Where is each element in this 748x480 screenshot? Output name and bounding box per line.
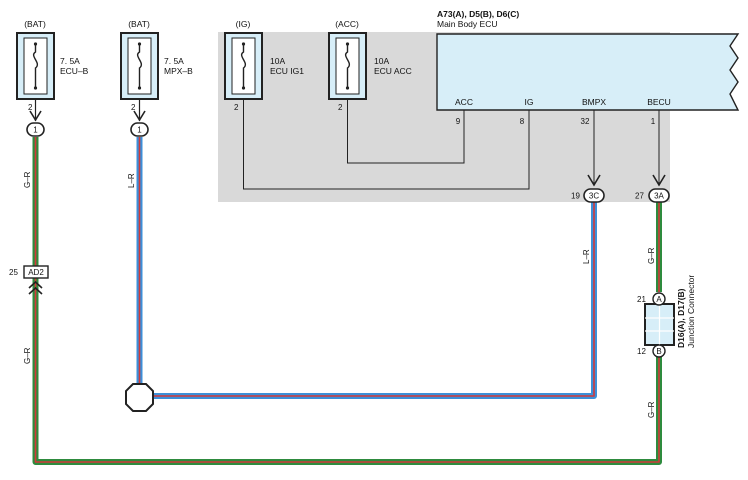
ecu-pin-acc: 9 [456,117,461,126]
fuse-ecu-b: (BAT) 7. 5A ECU–B 2 [16,19,89,112]
fuse-ecu-b-amp: 7. 5A [60,56,80,66]
svg-text:A: A [656,295,662,304]
main-body-ecu-box [436,33,740,111]
ad2-chevron-icon [28,280,43,295]
wire-label-gr-3: G–R [647,247,656,264]
internal-wires [243,99,660,190]
fuse-ecu-ig1-pin: 2 [234,103,239,112]
svg-text:12: 12 [637,347,646,356]
wire-g-r-main [32,137,662,465]
ecu-terminal-ig-label: IG [525,97,534,107]
fuse-mpx-b-name: MPX–B [164,66,193,76]
connector-ad2: AD2 25 [9,265,49,295]
fuse-ecu-ig1: (IG) 10A ECU IG1 2 [224,19,304,112]
ecu-terminal-bmpx-label: BMPX [582,97,606,107]
junction-name: Junction Connector [686,275,696,348]
fuse-ecu-b-icon [32,44,39,88]
ecu-terminal-acc-label: ACC [455,97,473,107]
svg-text:1: 1 [137,126,142,135]
fuse-ecu-acc-icon [344,44,351,88]
wire-label-gr-4: G–R [647,401,656,418]
ecu-code: A73(A), D5(B), D6(C) [437,9,519,19]
wire-label-gr-2: G–R [23,347,32,364]
fuse-ecu-b-pin: 2 [28,103,33,112]
wire-l-r [136,137,597,399]
wire-label-gr-1: G–R [23,171,32,188]
arrow-3c-icon [587,174,601,187]
ecu-pin-ig: 8 [520,117,525,126]
svg-text:B: B [656,347,661,356]
fuse-mpx-b-icon [136,44,143,88]
fuse-ecu-acc-source: (ACC) [335,19,359,29]
svg-text:21: 21 [637,295,646,304]
wire-label-lr-2: L–R [582,249,591,264]
fuse-ecu-acc-pin: 2 [338,103,343,112]
svg-text:AD2: AD2 [28,268,44,277]
svg-text:3A: 3A [654,192,664,201]
fuse-ecu-ig1-icon [240,44,247,88]
fuse-ecu-ig1-amp: 10A [270,56,285,66]
fuse-ecu-acc-amp: 10A [374,56,389,66]
svg-text:27: 27 [635,192,644,201]
ecu-name: Main Body ECU [437,19,497,29]
wire-label-lr-1: L–R [127,173,136,188]
arrow-3a-icon [652,174,666,187]
junction-code: D16(A), D17(B) [676,288,686,348]
svg-text:1: 1 [33,126,38,135]
fuse-ecu-b-source: (BAT) [24,19,46,29]
connector-3c: 3C 19 [571,188,605,203]
fuse-ecu-acc: (ACC) 10A ECU ACC 2 [328,19,412,112]
ecu-terminal-becu-label: BECU [647,97,671,107]
connector-1-left: 1 [26,122,45,137]
svg-text:3C: 3C [589,192,599,201]
ecu-pin-becu: 1 [651,117,656,126]
fuse-ecu-ig1-name: ECU IG1 [270,66,304,76]
fuse-mpx-b: (BAT) 7. 5A MPX–B 2 [120,19,193,112]
junction-connector: A 21 B 12 [637,292,675,358]
connector-3a: 3A 27 [635,188,670,203]
fuse-ecu-ig1-source: (IG) [236,19,251,29]
splice-octagon [125,383,154,412]
fuse-ecu-b-name: ECU–B [60,66,89,76]
svg-text:25: 25 [9,268,18,277]
ecu-pin-bmpx: 32 [581,117,590,126]
connector-1-right: 1 [130,122,149,137]
fuse-mpx-b-amp: 7. 5A [164,56,184,66]
fuse-mpx-b-source: (BAT) [128,19,150,29]
fuse-mpx-b-pin: 2 [131,103,136,112]
svg-text:19: 19 [571,192,580,201]
fuse-ecu-acc-name: ECU ACC [374,66,412,76]
